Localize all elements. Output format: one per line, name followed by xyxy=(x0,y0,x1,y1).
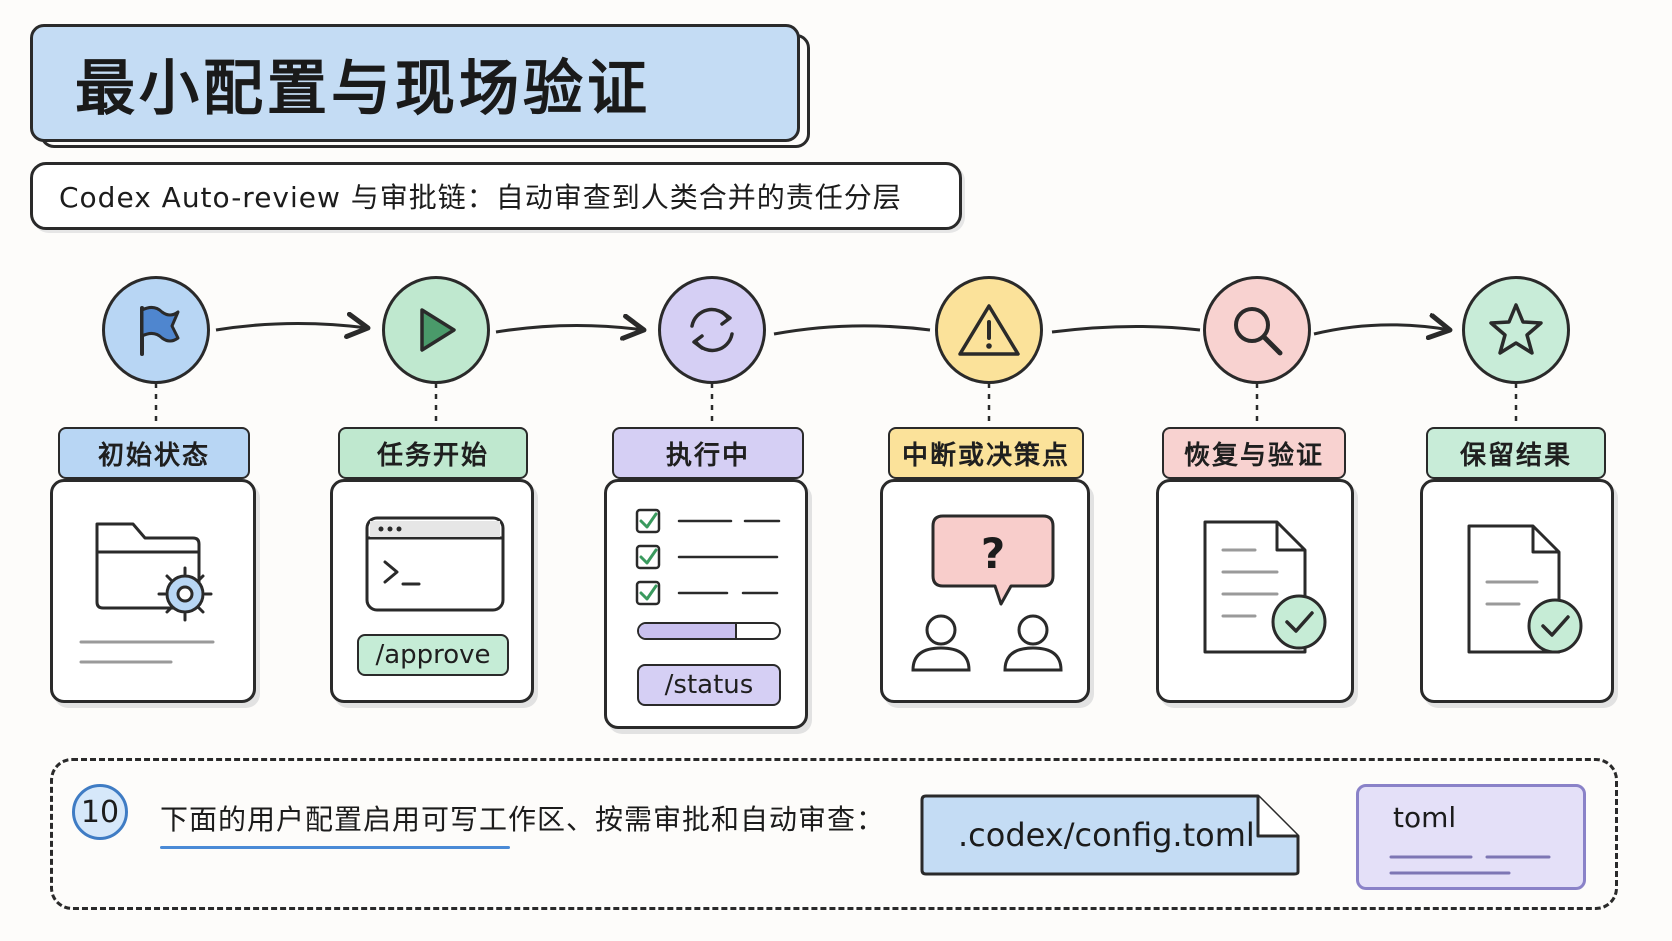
checklist xyxy=(635,508,781,606)
terminal-window xyxy=(365,516,505,612)
step-5-circle xyxy=(1203,276,1311,384)
connector-3-4 xyxy=(773,324,931,336)
step-1-card xyxy=(50,479,256,703)
connector-5-6 xyxy=(1313,325,1450,334)
status-command-text: /status xyxy=(664,670,754,700)
step-4-label-text: 中断或决策点 xyxy=(901,440,1070,471)
flag-icon xyxy=(140,305,180,356)
connector-4-5 xyxy=(1051,324,1201,334)
config-file-tag: .codex/config.toml xyxy=(918,792,1304,878)
page-subtitle: Codex Auto-review 与审批链：自动审查到人类合并的责任分层 xyxy=(59,181,902,214)
step-5-label-text: 恢复与验证 xyxy=(1183,440,1324,471)
step-3-circle xyxy=(658,276,766,384)
step-6-card xyxy=(1420,479,1614,703)
document-check-icon xyxy=(1467,524,1583,654)
step-number-badge: 10 xyxy=(72,784,128,840)
step-3-card: /status xyxy=(604,479,808,729)
status-command-pill: /status xyxy=(637,664,781,706)
toml-format-label: toml xyxy=(1393,801,1457,834)
step-1-circle xyxy=(102,276,210,384)
question-users: ? xyxy=(911,514,1063,672)
play-icon xyxy=(420,308,456,352)
step-6-label-text: 保留结果 xyxy=(1459,440,1572,471)
approve-command-text: /approve xyxy=(375,640,491,670)
connector-1-2 xyxy=(215,323,368,330)
step-2-circle xyxy=(382,276,490,384)
connector-2-3 xyxy=(495,325,644,332)
toml-format-box: toml xyxy=(1356,784,1586,890)
progress-bar xyxy=(637,622,781,640)
title-box: 最小配置与现场验证 xyxy=(30,24,800,142)
config-file-path: .codex/config.toml xyxy=(958,816,1255,854)
progress-fill xyxy=(639,624,737,638)
search-icon xyxy=(1234,307,1283,356)
file-tag-shape xyxy=(920,794,1300,876)
document-check-icon xyxy=(1203,520,1327,654)
toml-lines xyxy=(1389,855,1551,875)
step-3-label: 执行中 xyxy=(612,427,804,479)
step-6-circle xyxy=(1462,276,1570,384)
step-1-label-text: 初始状态 xyxy=(97,440,210,471)
page-title: 最小配置与现场验证 xyxy=(75,53,651,124)
step-2-label: 任务开始 xyxy=(338,427,528,479)
step-4-card: ? xyxy=(880,479,1090,703)
subtitle-box: Codex Auto-review 与审批链：自动审查到人类合并的责任分层 xyxy=(30,162,962,230)
warning-icon xyxy=(958,304,1020,356)
step-5-card xyxy=(1156,479,1354,703)
star-icon xyxy=(1489,303,1543,355)
step-5-label: 恢复与验证 xyxy=(1162,427,1346,479)
question-mark: ? xyxy=(981,529,1005,578)
folder-gear-icon xyxy=(79,522,215,664)
refresh-icon xyxy=(690,307,734,353)
step-6-label: 保留结果 xyxy=(1426,427,1606,479)
description-underline xyxy=(160,846,510,849)
step-2-card: /approve xyxy=(330,479,534,703)
step-3-label-text: 执行中 xyxy=(665,440,750,471)
step-2-label-text: 任务开始 xyxy=(376,440,489,471)
step-4-circle xyxy=(935,276,1043,384)
config-callout xyxy=(50,758,1618,910)
step-4-label: 中断或决策点 xyxy=(888,427,1084,479)
dashed-drops xyxy=(154,383,1518,427)
title-block: 最小配置与现场验证 xyxy=(30,24,810,148)
approve-command-pill: /approve xyxy=(357,634,509,676)
step-1-label: 初始状态 xyxy=(58,427,250,479)
step-number-text: 10 xyxy=(80,794,120,830)
config-description: 下面的用户配置启用可写工作区、按需审批和自动审查： xyxy=(160,803,886,836)
